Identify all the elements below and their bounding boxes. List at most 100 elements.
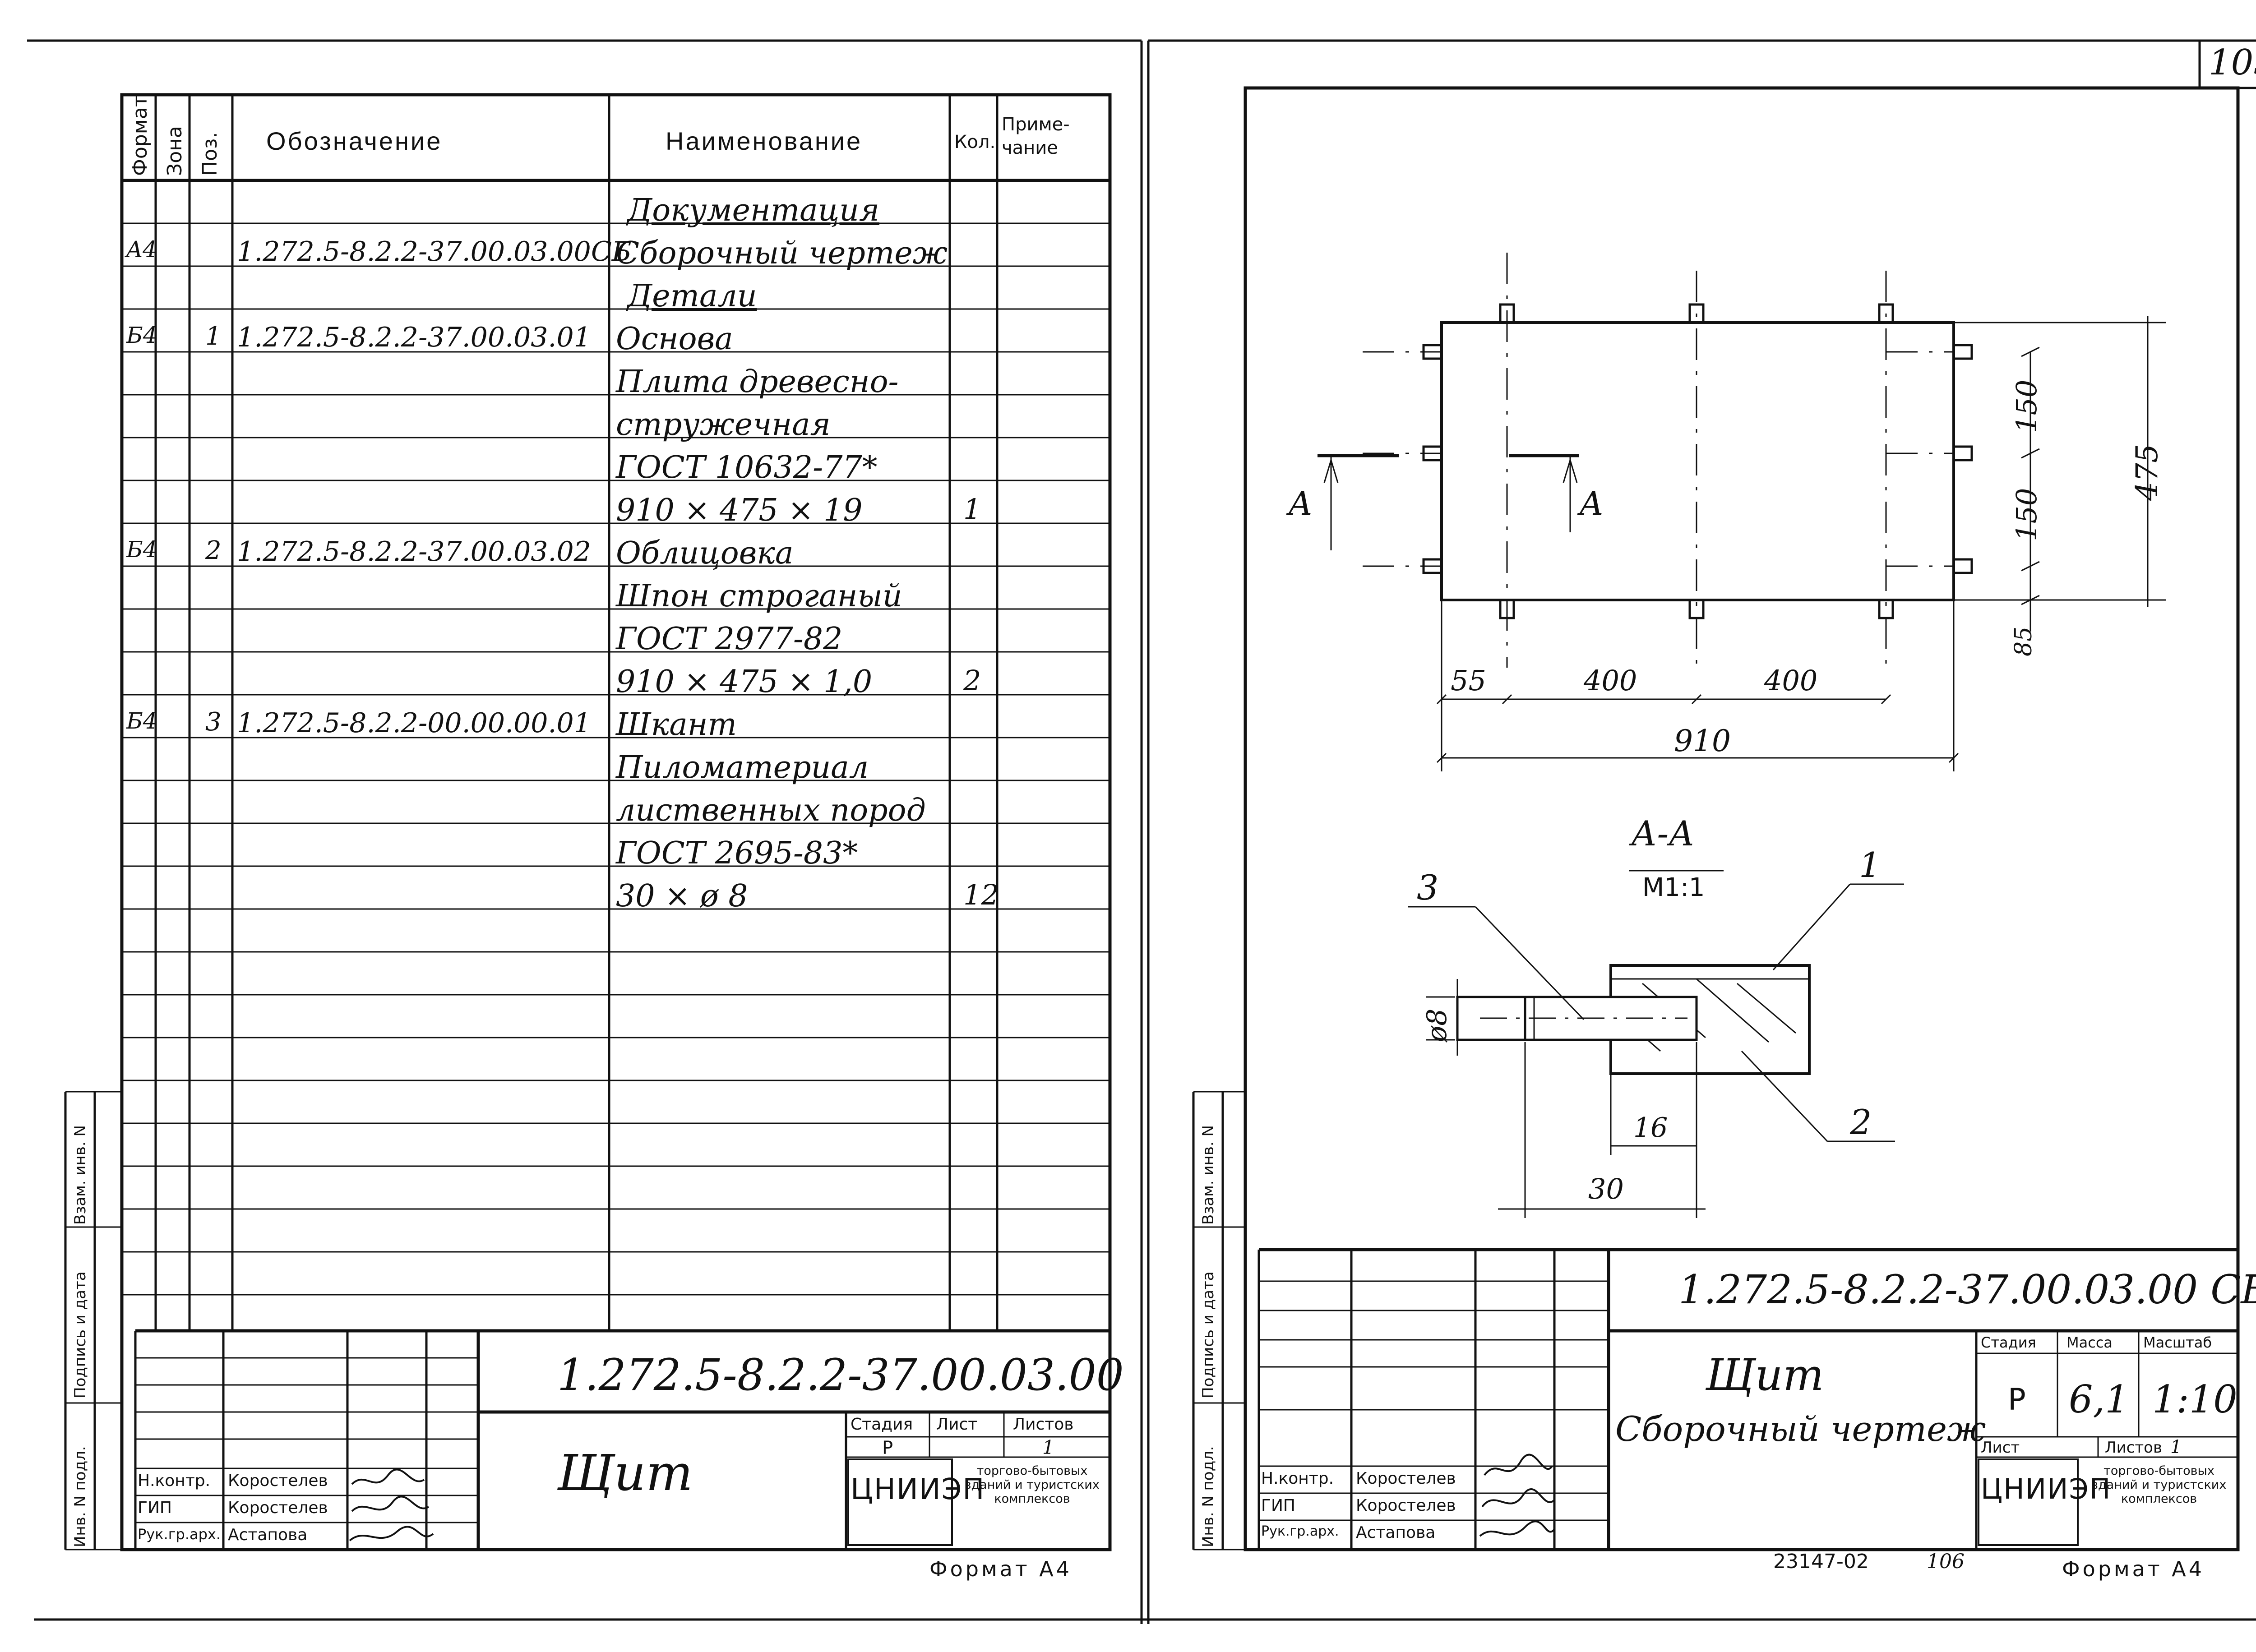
row-name: лиственных пород (616, 793, 926, 828)
footer-num: 106 (1927, 1550, 1965, 1573)
right-org-logo: ЦНИИЭП (1981, 1472, 2112, 1505)
right-name-2: Астапова (1356, 1523, 1436, 1542)
right-name-0: Коростелев (1356, 1469, 1456, 1488)
left-role-1: ГИП (138, 1499, 172, 1517)
row-pos: 3 (205, 707, 222, 737)
org-logo-lines (847, 1458, 2079, 1546)
row-qty: 12 (963, 878, 999, 911)
footer-code: 23147-02 (1773, 1550, 1869, 1573)
side-label-inventory: Инв. N подл. (71, 1446, 89, 1547)
section-title: А-А (1631, 813, 1695, 854)
row-format: Б4 (126, 708, 157, 734)
right-stage-value: Р (2008, 1382, 2026, 1417)
left-role-2: Рук.гр.арх. (138, 1526, 221, 1543)
row-designation: 1.272.5-8.2.2-37.00.03.02 (237, 536, 591, 568)
row-pos: 1 (205, 322, 222, 351)
row-qty: 2 (963, 664, 981, 697)
row-name: Детали (627, 278, 757, 314)
dim-85: 85 (2010, 626, 2037, 656)
dim-910: 910 (1674, 724, 1731, 758)
row-pos: 2 (205, 536, 222, 565)
row-name: Сборочный чертеж (616, 235, 948, 271)
section-mark-left: А (1288, 485, 1313, 522)
side-label-signature: Подпись и дата (71, 1271, 89, 1398)
row-name: Шкант (616, 707, 737, 743)
right-sheets-value: 1 (2170, 1437, 2182, 1458)
left-format-label: Формат А4 (929, 1557, 1072, 1581)
row-name: Документация (627, 193, 879, 228)
header-note: Приме- чание (1002, 114, 1070, 158)
callout-1: 1 (1859, 845, 1881, 885)
right-scale-value: 1:10 (2152, 1377, 2238, 1421)
right-side-label-signature: Подпись и дата (1199, 1271, 1217, 1398)
right-side-label-inventory: Инв. N подл. (1199, 1446, 1217, 1547)
left-signatures (349, 1468, 434, 1541)
dim-475: 475 (2130, 444, 2164, 501)
row-name: стружечная (616, 407, 831, 443)
right-role-0: Н.контр. (1261, 1469, 1334, 1488)
dim-30: 30 (1588, 1172, 1624, 1205)
row-designation: 1.272.5-8.2.2-00.00.00.01 (237, 707, 591, 739)
dim-55: 55 (1451, 664, 1486, 697)
row-name: ГОСТ 2977-82 (616, 621, 843, 657)
header-qty: Кол. (954, 132, 996, 152)
row-designation: 1.272.5-8.2.2-37.00.03.00СБ (237, 236, 632, 268)
left-sheets-value: 1 (1042, 1436, 1054, 1458)
right-side-label-replacement: Взам. инв. N (1199, 1125, 1217, 1225)
right-mass-label: Масса (2066, 1334, 2113, 1351)
section-view (1408, 870, 1904, 1218)
left-name-1: Коростелев (228, 1499, 328, 1517)
header-designation: Обозначение (266, 127, 443, 155)
left-stage-label: Стадия (851, 1415, 913, 1434)
row-name: Основа (616, 321, 733, 357)
row-format: Б4 (126, 322, 157, 348)
dim-16: 16 (1633, 1112, 1668, 1144)
dim-400-left: 400 (1584, 664, 1637, 697)
right-title-code: 1.272.5-8.2.2-37.00.03.00 СБ (1678, 1266, 2256, 1313)
right-signatures (1479, 1454, 1555, 1537)
left-role-0: Н.контр. (138, 1472, 211, 1490)
row-name: Шпон строганый (616, 578, 902, 614)
right-role-2: Рук.гр.арх. (1261, 1523, 1339, 1539)
right-org-text: торгово-бытовых зданий и туристских комп… (2091, 1464, 2227, 1506)
left-sheets-label: Листов (1013, 1415, 1074, 1434)
header-pos: Поз. (199, 132, 222, 176)
right-sheets-label: Листов (2105, 1439, 2163, 1457)
left-name-2: Астапова (228, 1526, 308, 1544)
row-name: ГОСТ 2695-83* (616, 835, 858, 871)
left-org-text: торгово-бытовых зданий и туристских комп… (965, 1464, 1100, 1506)
left-stage-value: Р (882, 1438, 893, 1458)
dim-150-upper: 150 (2010, 379, 2043, 433)
plan-view (1318, 253, 2166, 771)
page-number: 105 (2209, 42, 2256, 83)
right-format-label: Формат А4 (2062, 1557, 2205, 1581)
row-name: 910 × 475 × 1,0 (616, 664, 873, 700)
dim-dia8: ø8 (1421, 1008, 1453, 1042)
right-name-1: Коростелев (1356, 1496, 1456, 1515)
row-name: Плита древесно- (616, 364, 899, 400)
header-format: Формат (129, 95, 152, 176)
row-qty: 1 (963, 493, 981, 526)
row-name: 910 × 475 × 19 (616, 493, 863, 528)
right-role-1: ГИП (1261, 1496, 1295, 1515)
callout-3: 3 (1417, 868, 1439, 908)
right-mass-value: 6,1 (2069, 1377, 2129, 1421)
left-title-name: Щит (557, 1444, 693, 1502)
right-title-name: Щит (1706, 1350, 1824, 1400)
left-org-logo: ЦНИИЭП (851, 1473, 985, 1506)
header-zone: Зона (163, 126, 186, 176)
dim-400-right: 400 (1764, 664, 1818, 697)
row-name: Пиломатериал (616, 750, 869, 785)
side-label-replacement: Взам. инв. N (71, 1125, 89, 1225)
row-name: ГОСТ 10632-77* (616, 450, 878, 485)
header-name: Наименование (666, 127, 863, 155)
row-designation: 1.272.5-8.2.2-37.00.03.01 (237, 322, 591, 353)
callout-2: 2 (1850, 1102, 1872, 1142)
left-name-0: Коростелев (228, 1472, 328, 1490)
dim-150-lower: 150 (2010, 488, 2043, 541)
left-sheet-label: Лист (936, 1415, 978, 1434)
right-stage-label: Стадия (1981, 1334, 2036, 1351)
left-title-code: 1.272.5-8.2.2-37.00.03.00 (557, 1350, 1124, 1400)
row-name: Облицовка (616, 535, 794, 571)
